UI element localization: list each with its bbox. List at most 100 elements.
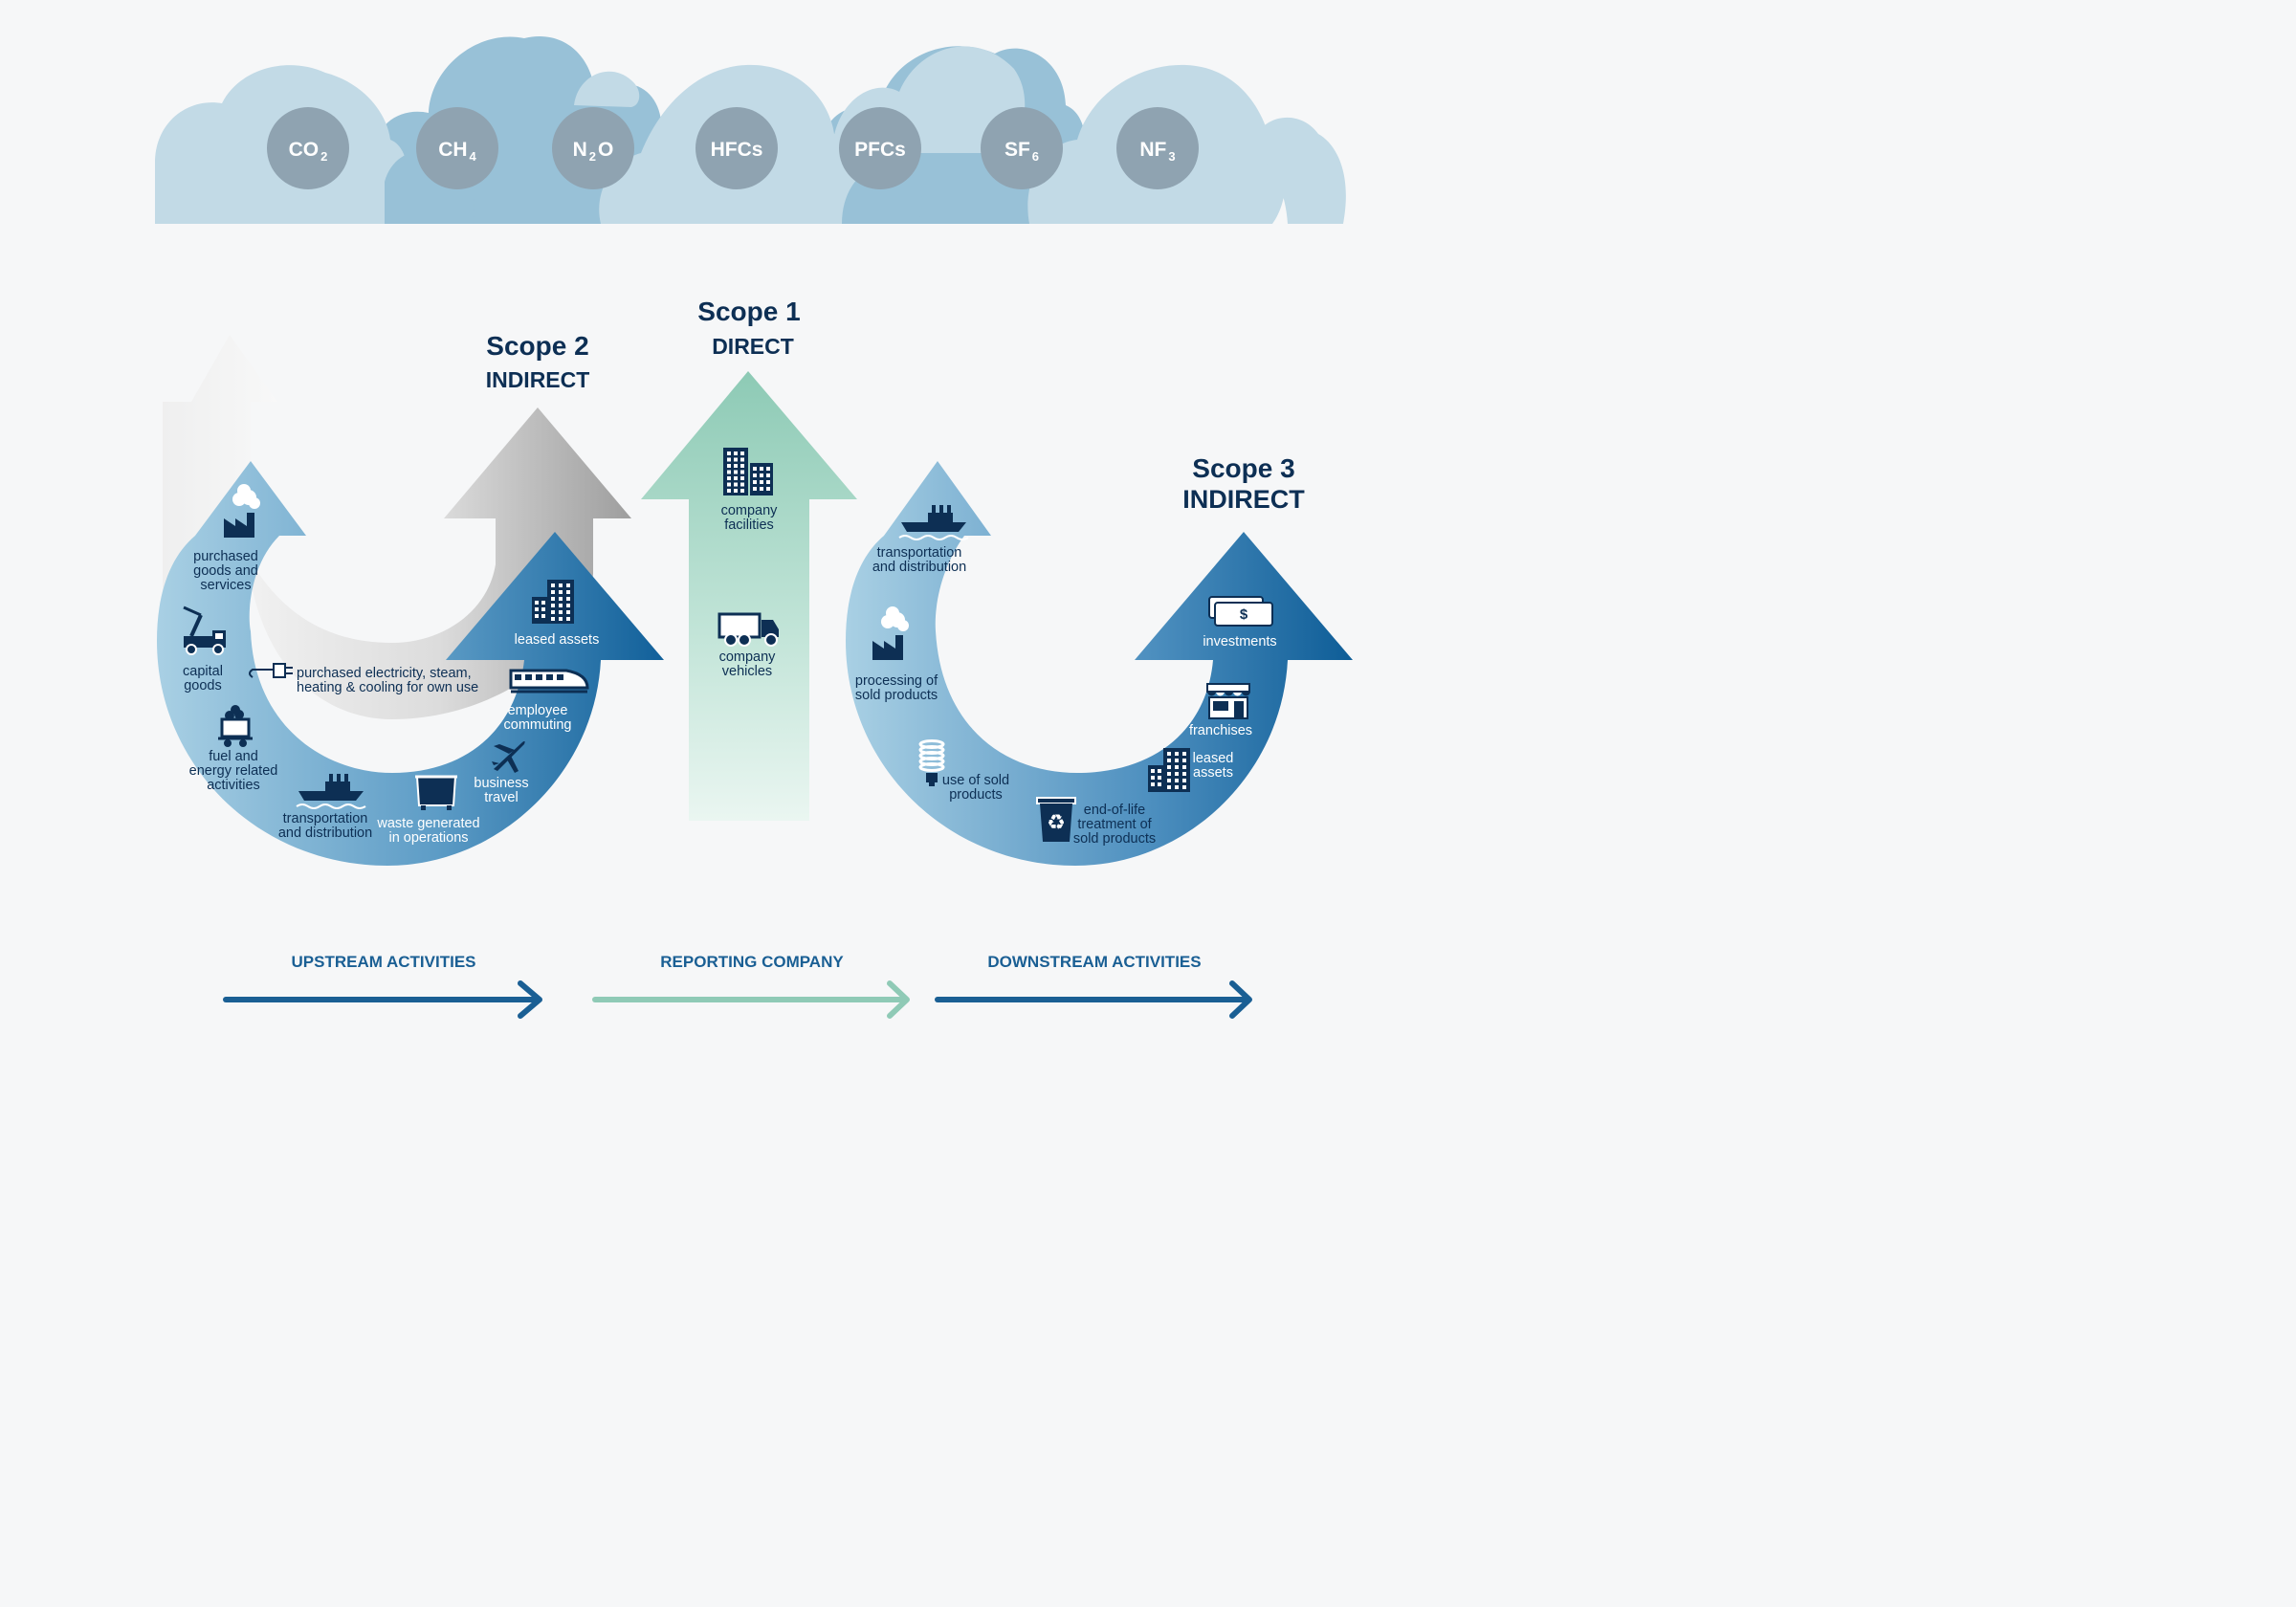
activity-label: company: [719, 649, 777, 665]
gas-base: N: [573, 139, 587, 161]
activity-item: franchises: [1189, 683, 1252, 738]
reporting-label: REPORTING COMPANY: [660, 953, 844, 971]
gas-subscript: 6: [1032, 149, 1039, 164]
scope1-heading: Scope 1 DIRECT: [697, 297, 800, 359]
downstream-label: DOWNSTREAM ACTIVITIES: [987, 953, 1201, 971]
recycle-bin-icon: ♻: [1036, 797, 1076, 842]
activity-label: treatment of: [1077, 817, 1152, 832]
gas-item: HFCs: [695, 107, 778, 189]
gas-item: PFCs: [839, 107, 921, 189]
gas-base: SF: [1004, 139, 1030, 161]
downstream-arrow-shape: [846, 461, 1353, 866]
activity-item: leased assets: [515, 580, 600, 648]
scope1-arrow-shape: [641, 371, 857, 821]
gas-circle: [839, 107, 921, 189]
scope2-subtitle: INDIRECT: [486, 367, 590, 392]
gas-base: CO: [289, 139, 320, 161]
activity-label: activities: [207, 778, 260, 793]
activity-label: sold products: [855, 688, 938, 703]
scope2-title: Scope 2: [486, 331, 588, 361]
building-icon: [1148, 748, 1190, 792]
gas-base: CH: [438, 139, 467, 161]
bottom-flow: UPSTREAM ACTIVITIES REPORTING COMPANY DO…: [223, 953, 1252, 1019]
svg-text:♻: ♻: [1047, 810, 1066, 834]
gas-base: PFCs: [854, 139, 906, 161]
gas-circle: [267, 107, 349, 189]
gas-circle: [1116, 107, 1199, 189]
gas-subscript: 2: [589, 149, 596, 164]
factory-icon: [872, 606, 909, 660]
gas-tail: O: [598, 139, 613, 161]
gas-subscript: 3: [1168, 149, 1175, 164]
activity-label: products: [949, 787, 1003, 803]
activity-label: energy related: [189, 763, 278, 779]
gas-base: NF: [1139, 139, 1166, 161]
money-icon: $: [1208, 596, 1273, 627]
gas-circle: [552, 107, 634, 189]
activity-label: services: [200, 578, 251, 593]
coal-cart-icon: [218, 705, 253, 747]
scope2-heading: Scope 2 INDIRECT: [486, 331, 590, 392]
activity-label: sold products: [1073, 831, 1156, 847]
activity-label: goods: [184, 678, 222, 693]
activity-label: transportation: [877, 545, 962, 561]
buildings-icon: [723, 448, 773, 495]
activity-label: heating & cooling for own use: [297, 680, 478, 695]
scope1-title: Scope 1: [697, 297, 800, 326]
activity-label: investments: [1203, 634, 1276, 649]
downstream-flow-arrow: [935, 980, 1252, 1019]
scope3-heading: Scope 3 INDIRECT: [1182, 453, 1305, 514]
activity-label: and distribution: [872, 560, 966, 575]
scope3-title: Scope 3: [1192, 453, 1294, 483]
cloud-shape: [574, 71, 640, 107]
gas-label: HFCs: [711, 139, 763, 161]
activity-label: waste generated: [376, 816, 479, 831]
scope3-subtitle: INDIRECT: [1182, 485, 1305, 514]
activity-label: and distribution: [278, 826, 372, 841]
activity-label: fuel and: [209, 749, 258, 764]
activity-label: use of sold: [942, 773, 1009, 788]
activity-label: end-of-life: [1084, 803, 1145, 818]
ship-icon: [898, 505, 969, 540]
activity-label: leased assets: [515, 632, 600, 648]
activity-label: in operations: [388, 830, 468, 846]
ship-icon: [296, 774, 366, 809]
dumpster-icon: [415, 775, 457, 810]
gas-circle: [416, 107, 498, 189]
scope1-subtitle: DIRECT: [712, 334, 794, 359]
upstream-flow-arrow: [223, 980, 542, 1019]
factory-icon: [224, 484, 260, 538]
truck-icon: [718, 612, 779, 647]
activity-item: $ investments: [1203, 596, 1277, 649]
gas-circle: [695, 107, 778, 189]
building-icon: [532, 580, 574, 624]
cloud-shape: [1251, 117, 1346, 224]
crane-truck-icon: [183, 605, 226, 655]
activity-label: company: [721, 503, 779, 518]
gas-circle: [981, 107, 1063, 189]
